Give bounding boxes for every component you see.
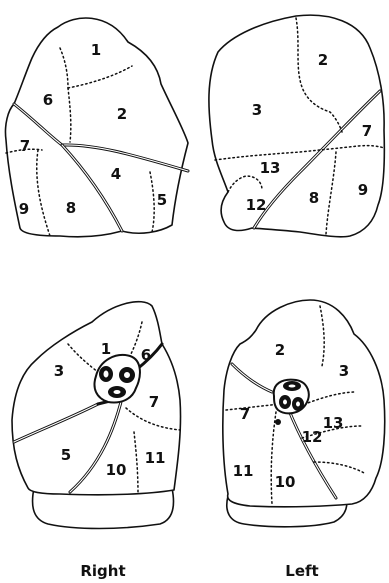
left-lung-medial-view: 2 3 7 13 12 11 10 [223, 300, 385, 527]
caption-left: Left [285, 562, 318, 580]
segment-label: 7 [240, 405, 250, 423]
right-lung-lateral-view: 1 6 2 7 4 5 9 8 [5, 18, 188, 237]
segment-label: 6 [141, 346, 151, 364]
segment-label: 11 [233, 462, 254, 480]
left-lateral-outline [209, 15, 384, 237]
segment-label: 8 [309, 189, 319, 207]
segment-label: 3 [252, 101, 262, 119]
segment-label: 12 [246, 196, 267, 214]
segment-label: 7 [362, 122, 372, 140]
segment-label: 6 [43, 91, 53, 109]
right-lung-medial-view: 1 6 3 7 5 10 11 [12, 302, 181, 529]
left-lung-lateral-view: 2 3 7 13 12 8 9 [209, 15, 384, 237]
segment-label: 9 [358, 181, 368, 199]
segment-label: 10 [275, 473, 296, 491]
segment-label: 2 [117, 105, 127, 123]
segment-label: 13 [260, 159, 281, 177]
segment-label: 2 [275, 341, 285, 359]
segment-label: 7 [149, 393, 159, 411]
segment-label: 1 [91, 41, 101, 59]
caption-right: Right [80, 562, 125, 580]
segment-label: 10 [106, 461, 127, 479]
segment-label: 8 [66, 199, 76, 217]
segment-label: 2 [318, 51, 328, 69]
segment-label: 1 [101, 340, 111, 358]
segment-label: 13 [323, 414, 344, 432]
segment-label: 3 [339, 362, 349, 380]
segment-label: 11 [145, 449, 166, 467]
segment-label: 5 [61, 446, 71, 464]
segment-label: 3 [54, 362, 64, 380]
segment-label: 9 [19, 200, 29, 218]
segment-label: 5 [157, 191, 167, 209]
segment-label: 12 [302, 428, 323, 446]
segment-label: 7 [20, 137, 30, 155]
segment-label: 4 [111, 165, 121, 183]
